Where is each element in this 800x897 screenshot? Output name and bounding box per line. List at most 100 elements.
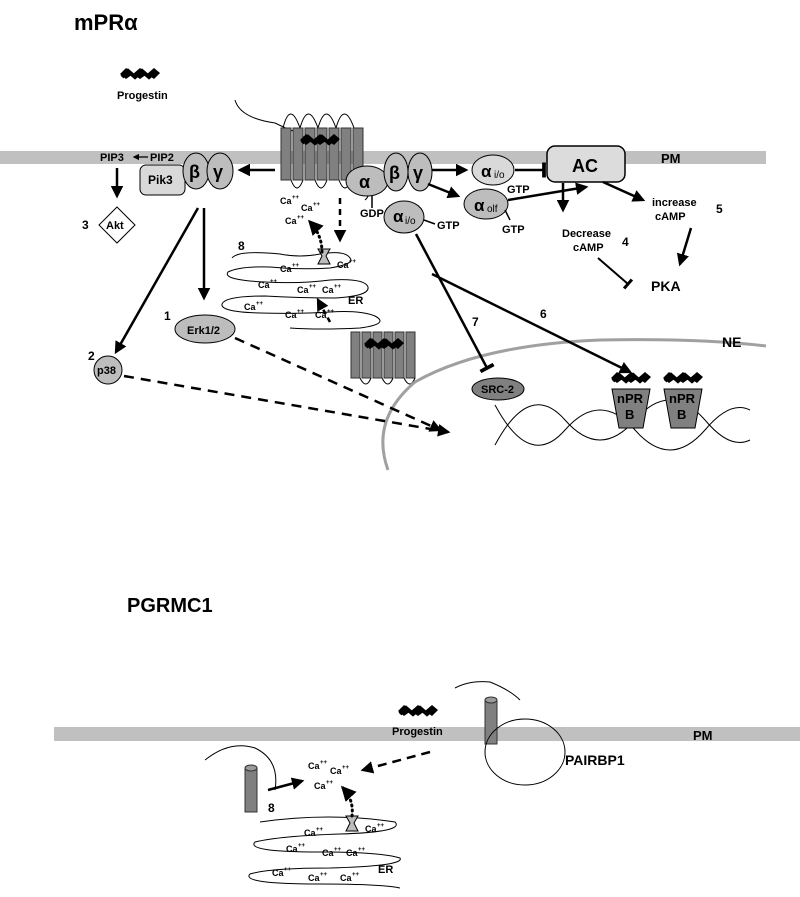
er-receptor-loops <box>359 377 416 385</box>
pik3-label: Pik3 <box>148 173 173 187</box>
svg-text:++: ++ <box>313 202 321 208</box>
svg-text:++: ++ <box>334 847 342 853</box>
svg-text:++: ++ <box>327 309 335 315</box>
step-number-7: 7 <box>472 315 479 329</box>
er-pgrmc1-protein <box>244 764 258 813</box>
step-number-6: 6 <box>540 307 547 321</box>
progestin-label: Progestin <box>117 90 168 102</box>
endoplasmic-reticulum <box>221 252 381 330</box>
ca-ion: Ca <box>315 310 327 320</box>
pairbp1-protein <box>484 718 566 786</box>
svg-text:++: ++ <box>292 263 300 269</box>
ca-ion: Ca <box>272 868 284 878</box>
step-number-8: 8 <box>238 239 245 253</box>
g-alpha-olf-sub: olf <box>487 204 498 215</box>
g-gamma-label: γ <box>413 163 423 183</box>
ca-ion: Ca <box>297 285 309 295</box>
g-alpha-io-lower-sub: i/o <box>405 216 416 227</box>
erk-label: Erk1/2 <box>187 325 220 337</box>
g-beta-label: β <box>389 163 400 183</box>
progestin-label-2: Progestin <box>392 726 443 738</box>
step-number-8-panel2: 8 <box>268 801 275 815</box>
ca-ion: Ca <box>280 264 292 274</box>
ca-channel-icon-2 <box>345 815 359 832</box>
ca-release-dotted-2 <box>340 785 357 818</box>
ca-ion: Ca <box>280 196 292 206</box>
ca-ion: Ca <box>340 873 352 883</box>
g-gamma-left <box>206 152 234 190</box>
ca-ion: Ca <box>346 848 358 858</box>
svg-text:++: ++ <box>320 872 328 878</box>
svg-text:++: ++ <box>326 780 334 786</box>
ac-box <box>546 145 626 183</box>
ca-ion: Ca <box>304 828 316 838</box>
receptor-extracellular-loops <box>282 113 355 130</box>
alpha-io-gtp-link-lower <box>423 219 436 225</box>
p38-label: p38 <box>97 365 116 377</box>
svg-text:++: ++ <box>298 843 306 849</box>
alpha-olf-gtp-link <box>504 209 511 221</box>
alpha-olf-to-ac-arrow <box>507 182 589 202</box>
p38-node <box>93 355 123 385</box>
svg-text:++: ++ <box>297 215 305 221</box>
calcium-ions-cytosol-2: Ca++ Ca++ Ca++ <box>308 760 350 791</box>
plasma-membrane-2 <box>54 727 800 741</box>
ca-release-dotted <box>307 219 324 254</box>
akt-diamond <box>98 206 136 244</box>
decrease-camp-label-1: Decrease <box>562 228 611 240</box>
ca-channel-icon <box>317 248 331 265</box>
svg-text:++: ++ <box>292 195 300 201</box>
src2-label: SRC-2 <box>481 384 514 396</box>
svg-text:++: ++ <box>270 279 278 285</box>
ca-ion: Ca <box>301 203 313 213</box>
calcium-ions-er-2: Ca++ Ca++ Ca++ Ca++ Ca++ Ca++ Ca++ Ca++ <box>272 823 385 883</box>
ca-ion: Ca <box>322 285 334 295</box>
g-alpha-io-lower-label: α <box>393 207 404 226</box>
endoplasmic-reticulum-2 <box>248 816 401 889</box>
gtp-label-upper: GTP <box>507 184 530 196</box>
ca-ion: Ca <box>365 824 377 834</box>
svg-text:++: ++ <box>320 760 328 766</box>
progestin-to-ca-dashed <box>360 750 431 774</box>
g-alpha-io-upper <box>471 154 515 186</box>
g-alpha-io-upper-label: α <box>481 162 492 181</box>
alpha-io-to-npr-arrow <box>431 272 633 374</box>
akt-label: Akt <box>106 220 124 232</box>
svg-text:++: ++ <box>316 827 324 833</box>
er-pgrmc1-to-ca-arrow <box>267 777 305 792</box>
gtp-label-olf: GTP <box>502 224 525 236</box>
increase-to-pka-arrow <box>676 227 693 267</box>
receptor-loop-line <box>234 99 303 134</box>
gtp-label-lower: GTP <box>437 220 460 232</box>
g-gamma-left-label: γ <box>213 162 223 182</box>
g-alpha-io-upper-sub: i/o <box>494 170 505 181</box>
nuclear-envelope <box>381 338 767 471</box>
g-alpha-io-lower <box>383 200 425 234</box>
erk-to-nucleus-dashed <box>234 336 443 432</box>
mpr-receptor <box>280 127 364 181</box>
to-alpha-olf-arrow <box>427 182 461 199</box>
svg-text:++: ++ <box>342 765 350 771</box>
pip3-label: PIP3 <box>100 152 124 164</box>
g-alpha-label: α <box>359 172 370 192</box>
progestin-ligand-icon <box>118 66 162 81</box>
calcium-ions-er: Ca++ Ca++ Ca++ Ca++ Ca++ Ca++ Ca++ Ca++ <box>244 259 357 320</box>
betagamma-to-p38-arrow <box>114 207 200 355</box>
ca-ion: Ca <box>314 781 326 791</box>
npr-b-2-label-1: nPR <box>669 391 696 406</box>
step-number-1: 1 <box>164 309 171 323</box>
ca-ion: Ca <box>308 873 320 883</box>
ca-ion: Ca <box>322 848 334 858</box>
ca-ion: Ca <box>308 761 320 771</box>
ca-ion: Ca <box>337 260 349 270</box>
g-gamma <box>407 152 433 192</box>
increase-camp-label-1: increase <box>652 197 697 209</box>
pka-label: PKA <box>651 278 681 294</box>
ac-to-increase-arrow <box>602 180 646 202</box>
pm-label-2: PM <box>693 728 713 743</box>
step-number-2: 2 <box>88 349 95 363</box>
panel-title-pgrmc1: PGRMC1 <box>127 595 213 617</box>
svg-text:++: ++ <box>309 284 317 290</box>
calcium-ions-cytosol: Ca++ Ca++ Ca++ <box>280 195 321 226</box>
ca-ion: Ca <box>286 844 298 854</box>
